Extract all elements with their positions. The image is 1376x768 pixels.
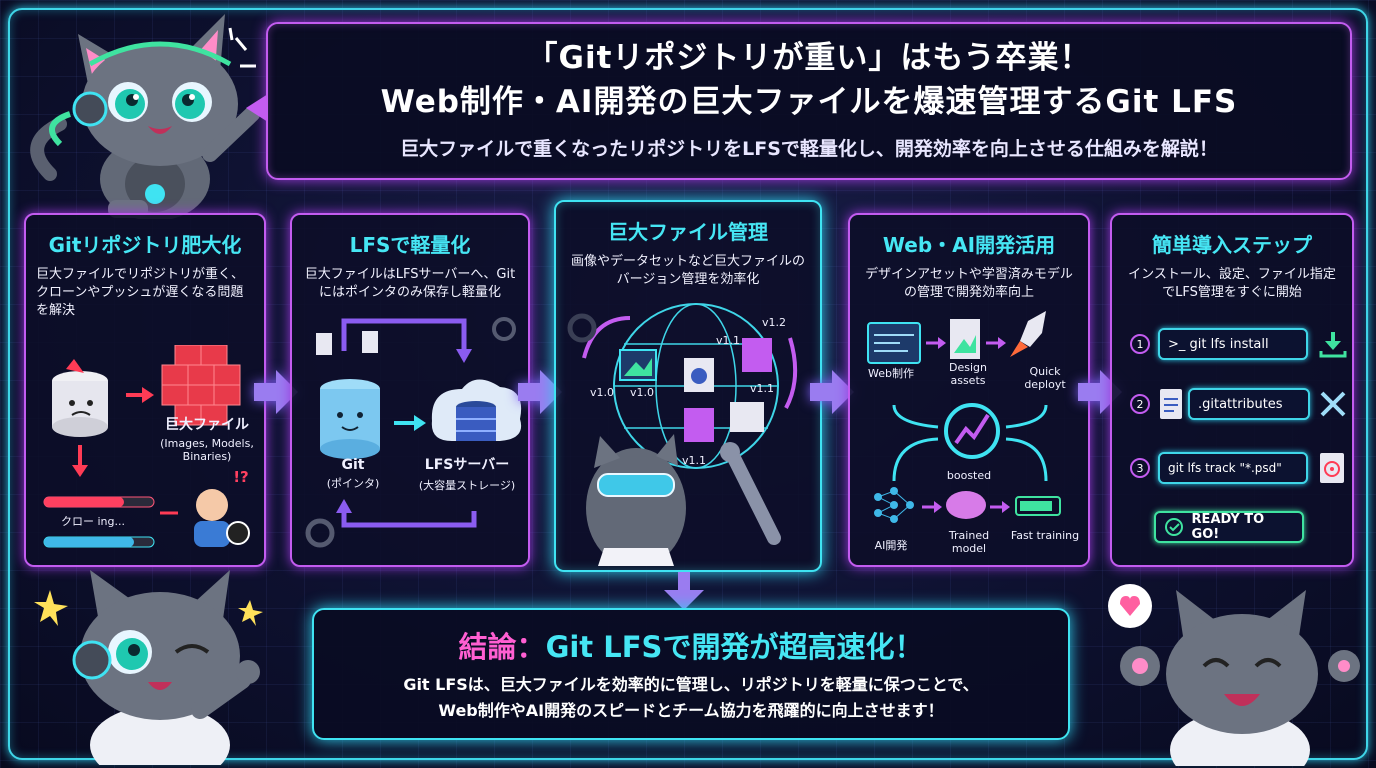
bloat-illustration	[43, 345, 250, 548]
globe-versioning-illustration	[567, 303, 798, 566]
panel-file-management: 巨大ファイル管理 画像やデータセットなど巨大ファイルのバージョン管理を効率化 v…	[554, 200, 822, 572]
panel-repo-bloat: Gitリポジトリ肥大化 巨大ファイルでリポジトリが重く、クローンやプッシュが遅く…	[24, 213, 266, 567]
gear-icon	[567, 313, 597, 343]
header-subtitle: 巨大ファイルで重くなったリポジトリをLFSで軽量化し、開発効率を向上させる仕組み…	[400, 138, 1218, 160]
panel-title: 巨大ファイル管理	[608, 220, 768, 244]
version-label: v1.1	[749, 382, 774, 395]
web-label: Web制作	[868, 367, 914, 380]
rocket-icon	[1020, 311, 1046, 347]
download-icon	[1319, 332, 1347, 358]
conclusion-title: 結論：Git LFSで開発が超高速化！	[314, 624, 1068, 666]
conclusion-box: 結論：Git LFSで開発が超高速化！ Git LFSは、巨大ファイルを効率的に…	[312, 608, 1070, 740]
server-label: LFSサーバー	[424, 457, 510, 473]
conclusion-body-line1: Git LFSは、巨大ファイルを効率的に管理し、リポジトリを軽量に保つことで、	[403, 675, 979, 694]
step-row-2: 2 .gitattributes	[1130, 387, 1348, 421]
step-command[interactable]: git lfs track "*.psd"	[1158, 452, 1308, 484]
panel-desc: 画像やデータセットなど巨大ファイルのバージョン管理を効率化	[570, 254, 805, 287]
bigfile-label: 巨大ファイル	[165, 417, 249, 433]
header-title-line1: 「Gitリポジトリが重い」はもう卒業！	[526, 40, 1092, 76]
target-file-icon	[1320, 453, 1344, 483]
ai-label: AI開発	[874, 539, 908, 552]
step-command[interactable]: .gitattributes	[1188, 388, 1310, 420]
conclusion-colon: ：	[516, 630, 546, 664]
version-label: v1.0	[629, 386, 654, 399]
panel-title: 簡単導入ステップ	[1152, 233, 1312, 257]
conclusion-body-line2: Web制作やAI開発のスピードとチーム協力を飛躍的に向上させます！	[438, 701, 944, 720]
ready-badge: READY TO GO!	[1154, 511, 1304, 543]
cat-mascot-icon	[1108, 584, 1360, 766]
git-sublabel: (ポインタ)	[326, 477, 380, 490]
lfs-flow-illustration	[305, 317, 522, 548]
panel-title: LFSで軽量化	[349, 233, 471, 257]
step-number: 2	[1130, 394, 1150, 414]
trained-label: Trained model	[948, 529, 990, 555]
deploy-label: Quick deployt	[1024, 365, 1066, 391]
panel-title: Web・AI開発活用	[882, 233, 1056, 257]
cloning-label: クロー ing...	[61, 515, 125, 528]
panel-web-ai-usage: Web・AI開発活用 デザインアセットや学習済みモデルの管理で開発効率向上 We…	[848, 213, 1090, 567]
conclusion-prefix: 結論	[458, 630, 517, 664]
panel-lfs-lightweight: LFSで軽量化 巨大ファイルはLFSサーバーへ、Gitにはポインタのみ保存し軽量…	[290, 213, 530, 567]
alarm-label: !?	[233, 468, 249, 486]
boosted-label: boosted	[946, 469, 992, 482]
web-ai-flow-illustration	[867, 311, 1061, 523]
version-label: v1.0	[589, 386, 614, 399]
panel-title: Gitリポジトリ肥大化	[48, 233, 242, 257]
down-arrow	[664, 572, 704, 610]
brain-icon	[946, 491, 986, 519]
header-banner: 「Gitリポジトリが重い」はもう卒業！ Web制作・AI開発の巨大ファイルを爆速…	[246, 22, 1352, 180]
outer-frame	[8, 8, 1368, 760]
panel-desc: 巨大ファイルはLFSサーバーへ、Gitにはポインタのみ保存し軽量化	[304, 267, 516, 300]
panel-setup-steps: 簡単導入ステップ インストール、設定、ファイル指定でLFS管理をすぐに開始 1 …	[1110, 213, 1354, 567]
design-label: Design assets	[949, 361, 987, 387]
fast-label: Fast training	[1010, 529, 1080, 542]
panel-desc: デザインアセットや学習済みモデルの管理で開発効率向上	[865, 267, 1073, 300]
cat-mascot-icon	[34, 570, 263, 765]
gear-icon	[305, 518, 335, 548]
bigfile-sublabel: (Images, Models, Binaries)	[160, 437, 254, 463]
conclusion-title-rest: Git LFSで開発が超高速化！	[545, 630, 924, 664]
file-icon	[316, 333, 332, 355]
step-row-3: 3 git lfs track "*.psd"	[1130, 451, 1346, 485]
step-command[interactable]: >_ git lfs install	[1158, 328, 1308, 360]
ready-text: READY TO GO!	[1191, 512, 1265, 542]
step-row-1: 1 >_ git lfs install	[1130, 327, 1348, 361]
step-number: 3	[1130, 458, 1150, 478]
version-label: v1.1	[681, 454, 706, 467]
server-sublabel: (大容量ストレージ)	[418, 479, 516, 492]
file-icon	[1160, 389, 1182, 419]
cat-mascot-icon	[30, 14, 260, 219]
panel-desc: 巨大ファイルでリポジトリが重く、クローンやプッシュが遅くなる問題を解決	[36, 267, 245, 318]
step-number: 1	[1130, 334, 1150, 354]
version-label: v1.2	[761, 316, 786, 329]
panel-desc: インストール、設定、ファイル指定でLFS管理をすぐに開始	[1128, 267, 1336, 300]
check-icon	[1165, 518, 1183, 536]
header-title-line2: Web制作・AI開発の巨大ファイルを爆速管理するGit LFS	[380, 84, 1238, 120]
version-label: v1.1	[715, 334, 740, 347]
tools-icon	[1320, 391, 1346, 417]
git-label: Git	[341, 457, 365, 473]
